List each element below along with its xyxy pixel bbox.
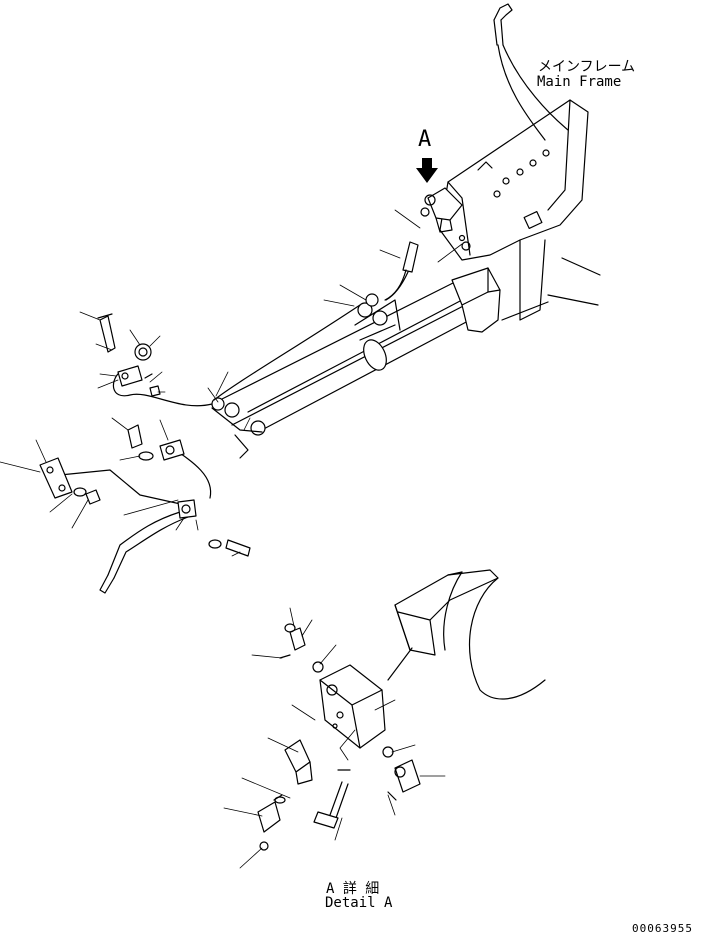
main-frame-label-jp: メインフレーム bbox=[538, 59, 636, 75]
detail-a-drawing bbox=[257, 569, 546, 851]
detail-label-en: Detail A bbox=[325, 895, 393, 911]
hose-lower-left bbox=[59, 271, 409, 594]
clamps-bolts bbox=[39, 313, 251, 557]
hose-upper bbox=[493, 3, 569, 141]
valve-block bbox=[420, 187, 471, 251]
view-marker-label: A bbox=[418, 127, 432, 152]
leader-lines-detail bbox=[223, 607, 446, 869]
view-arrow-a bbox=[416, 158, 438, 183]
cylinder-assembly bbox=[211, 267, 501, 459]
leader-lines-upper bbox=[0, 209, 463, 557]
main-frame-drawing bbox=[439, 99, 601, 321]
detail-label-jp: A 詳 細 bbox=[326, 881, 380, 897]
main-frame-label-en: Main Frame bbox=[537, 74, 622, 90]
drawing-number: 00063955 bbox=[632, 922, 693, 935]
hose-elbow-fitting bbox=[384, 241, 419, 301]
